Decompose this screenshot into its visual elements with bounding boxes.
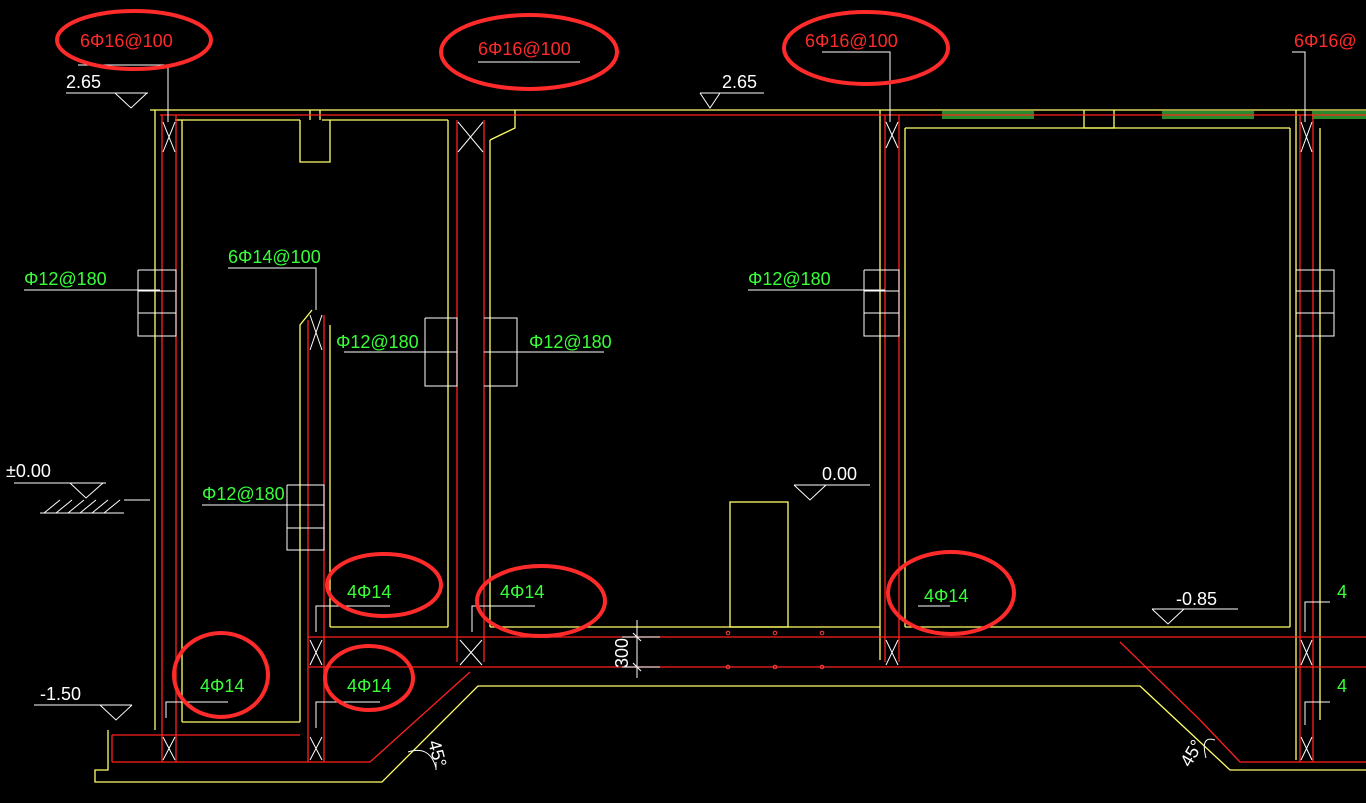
- highlight-ellipse: [782, 10, 950, 86]
- leader-lines: [14, 51, 1335, 770]
- top-bar-label-right: 6Φ16@100: [805, 31, 898, 51]
- highlight-ellipse: [475, 564, 607, 638]
- rebar-cross-markers: [162, 121, 1313, 761]
- highlight-ellipse: [325, 552, 443, 618]
- wall-bar-label-partition-left: Φ12@180: [336, 332, 419, 352]
- labels: 2.65 2.65 ±0.00 0.00 -1.50 -0.85 6Φ16@10…: [6, 31, 1357, 770]
- highlight-ellipse: [323, 644, 415, 712]
- highlight-ellipse: [55, 9, 213, 71]
- elevation-label-top-mid: 2.65: [722, 72, 757, 92]
- wall-bar-label-partition-right: Φ12@180: [529, 332, 612, 352]
- dimension-label: 300: [612, 638, 632, 668]
- inner-wall-top-bar-label: 6Φ14@100: [228, 247, 321, 267]
- elevation-label-top-left: 2.65: [66, 72, 101, 92]
- top-bar-label-left: 6Φ16@100: [80, 31, 173, 51]
- angle-label-right: 45°: [1176, 736, 1207, 770]
- wall-bar-label-inner-wall: Φ12@180: [202, 484, 285, 504]
- highlight-ellipse: [439, 13, 619, 91]
- wall-bar-label-left-outer: Φ12@180: [24, 269, 107, 289]
- concrete-outline: [94, 109, 1366, 783]
- rebar-lines: [111, 114, 1366, 763]
- elevation-label-pit: -0.85: [1176, 589, 1217, 609]
- rebar-dots: [725, 630, 825, 670]
- top-bar-label-far-right: 6Φ16@: [1294, 31, 1357, 51]
- wall-bar-label-right-wall: Φ12@180: [748, 269, 831, 289]
- highlight-ellipses: [55, 9, 1016, 719]
- corner-bar-label-5: 4Φ14: [347, 676, 391, 696]
- highlight-ellipse: [172, 631, 270, 719]
- corner-bar-label-edge-2: 4: [1337, 676, 1347, 696]
- top-bar-label-mid: 6Φ16@100: [478, 39, 571, 59]
- corner-bar-label-4: 4Φ14: [924, 586, 968, 606]
- elevation-label-ground: ±0.00: [6, 461, 51, 481]
- corner-bar-label-1: 4Φ14: [200, 676, 244, 696]
- elevation-label-bottom-left: -1.50: [40, 684, 81, 704]
- corner-bar-label-2: 4Φ14: [347, 582, 391, 602]
- corner-bar-label-edge-1: 4: [1337, 582, 1347, 602]
- highlight-ellipse: [886, 550, 1016, 636]
- corner-bar-label-3: 4Φ14: [500, 582, 544, 602]
- elevation-label-inner-floor: 0.00: [822, 464, 857, 484]
- angle-label-left: 45°: [424, 738, 450, 769]
